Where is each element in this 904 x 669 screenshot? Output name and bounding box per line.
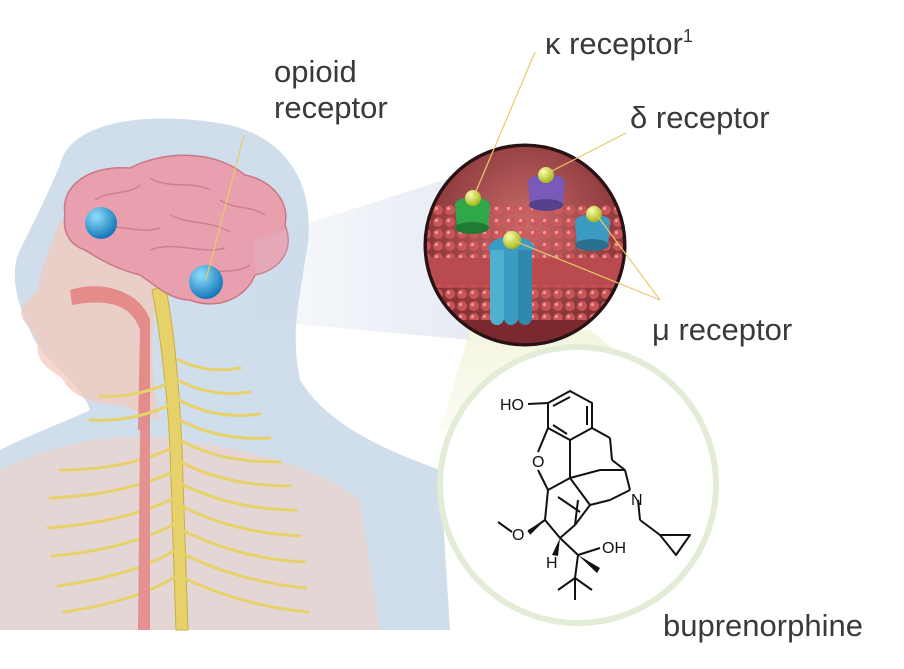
kappa-receptor-label-text: κ receptor [545, 26, 683, 61]
atom-label-oh: OH [602, 540, 626, 557]
molecule-zoom-circle [437, 344, 719, 626]
atom-label-n: N [631, 492, 643, 509]
opioid-receptor-label: opioid receptor [274, 54, 388, 126]
molecule-atom-labels: HO O N O OH H [500, 397, 643, 572]
atom-label-ho: HO [500, 397, 524, 414]
atom-label-h: H [546, 555, 558, 572]
atom-label-methoxy-o: O [512, 527, 524, 544]
opioid-receptor-label-line2: receptor [274, 90, 388, 125]
delta-receptor-label: δ receptor [630, 100, 770, 135]
stereo-wedges [528, 520, 600, 573]
kappa-receptor-label: κ receptor1 [545, 18, 693, 62]
buprenorphine-structure [497, 390, 691, 600]
kappa-receptor-superscript: 1 [682, 26, 693, 46]
atom-label-ether-o: O [532, 454, 544, 471]
mu-receptor-protein-large [488, 231, 535, 325]
kappa-receptor-protein [455, 190, 490, 234]
brain-receptor-marker-front [85, 207, 117, 239]
mu-receptor-label: μ receptor [652, 312, 793, 347]
opioid-receptor-label-line1: opioid [274, 54, 357, 89]
spinal-cord [151, 284, 189, 631]
spinal-nerves [46, 358, 310, 614]
drug-name-label: buprenorphine [663, 608, 863, 643]
leader-lines [205, 51, 661, 301]
delta-receptor-protein [528, 167, 565, 211]
magnification-beam [255, 175, 470, 340]
mu-receptor-protein-small [575, 206, 610, 251]
brain-receptor-marker-back [189, 265, 223, 299]
esophagus [138, 430, 150, 630]
